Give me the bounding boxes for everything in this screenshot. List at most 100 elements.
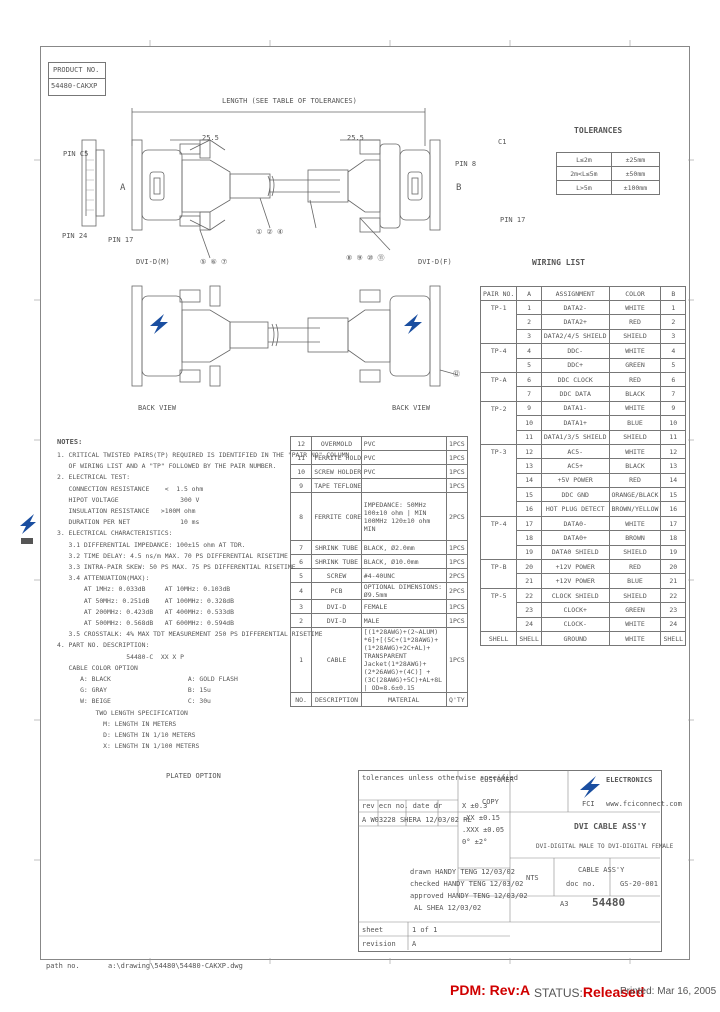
wiring-cell: +5V POWER (540, 472, 610, 489)
approval-cell: 12/03/02 (493, 892, 528, 900)
tol-v1: .XX ±0.15 (462, 814, 500, 822)
wiring-cell: 7 (660, 386, 687, 402)
note-line: CABLE COLOR OPTION (57, 663, 138, 672)
note-line: X: LENGTH IN 1/100 METERS (57, 742, 200, 751)
company-sub: ELECTRONICS (606, 776, 653, 784)
approval-cell: 12/03/02 (489, 880, 524, 888)
wiring-cell: RED (608, 314, 662, 330)
wiring-cell: 6 (516, 371, 542, 388)
tol-r0-c0: L≤2m (556, 152, 612, 167)
note-line: AT 50MHz: 0.251dB AT 100MHz: 0.328dB (57, 596, 234, 605)
wiring-cell: 3 (660, 328, 687, 345)
wiring-cell: 16 (660, 501, 687, 517)
bom-cell: BLACK, Ø2.0mm (360, 540, 447, 555)
approval-cell: 12/03/02 (481, 868, 515, 876)
wiring-cell (479, 430, 518, 445)
wiring-cell (479, 501, 518, 517)
wiring-cell: SHIELD (608, 429, 662, 445)
wiring-cell: 10 (660, 415, 687, 431)
wiring-cell: 12 (660, 443, 687, 460)
note-line: AT 200MHz: 0.423dB AT 400MHz: 0.533dB (57, 607, 234, 616)
wiring-cell: WHITE (608, 400, 662, 417)
wiring-header-0: PAIR NO. (479, 286, 518, 301)
note-line: 4. PART NO. DESCRIPTION: (57, 641, 150, 650)
bom-cell: 8 (289, 492, 313, 541)
bom-cell: SCREW (311, 568, 362, 583)
bom-cell: 6 (289, 554, 313, 569)
wiring-cell: DATA1- (540, 400, 610, 417)
wiring-cell: SHELL (660, 630, 687, 647)
product-box (48, 62, 106, 96)
size: A3 (560, 900, 569, 908)
title-block-lines (358, 770, 660, 950)
wiring-cell (479, 386, 518, 402)
product-number: 54480-CAKXP (51, 82, 98, 90)
product-label: PRODUCT NO. (53, 66, 100, 74)
wiring-cell: ORANGE/BLACK (608, 487, 662, 503)
wiring-cell: DDC CLOCK (540, 371, 610, 388)
wiring-header-4: B (660, 286, 687, 301)
bom-cell: 4 (289, 582, 313, 600)
title1: DVI CABLE ASS'Y (574, 822, 647, 831)
wiring-cell: 9 (660, 400, 687, 417)
wiring-cell: DDC DATA (540, 386, 610, 402)
note-line: 3. ELECTRICAL CHARACTERISTICS: (57, 529, 173, 538)
note-line: 3.5 CROSSTALK: 4% MAX TDT MEASUREMENT 25… (57, 630, 323, 639)
bom-cell: 1 (289, 627, 313, 693)
wiring-cell: 15 (516, 487, 542, 503)
notes-title: NOTES: (57, 438, 83, 446)
wiring-cell: SHIELD (608, 587, 662, 604)
bom-cell: 1PCS (445, 554, 469, 569)
wiring-cell: 4 (660, 343, 687, 359)
wiring-cell (479, 329, 518, 345)
bom-cell: IMPEDANCE: 50MHz 100±10 ohm | MIN 100MHz… (360, 492, 447, 541)
wiring-cell (479, 415, 518, 431)
bom-cell: FEMALE (360, 599, 447, 614)
cable-drawing (81, 108, 459, 387)
wiring-cell (479, 617, 518, 632)
wiring-cell: 12 (516, 443, 542, 460)
callout-group-1: ① ② ④ (256, 228, 284, 236)
rev-header-ecn: ecn no. (378, 802, 409, 810)
end-a-pin-side: PIN 24 (62, 232, 88, 240)
wiring-cell: DATA1+ (540, 415, 610, 431)
wiring-cell: GREEN (608, 357, 662, 373)
bom-cell: 2PCS (445, 582, 469, 600)
bom-cell: 1PCS (445, 464, 469, 479)
tol-r1-c0: 2m<L≤5m (556, 166, 612, 181)
wiring-cell: 10 (516, 415, 542, 431)
wiring-cell: 1 (516, 299, 542, 316)
wiring-cell: TP-A (479, 371, 518, 387)
rev-header-date: date (412, 802, 430, 810)
wiring-cell: WHITE (608, 616, 662, 632)
drawing-frame (40, 46, 690, 960)
wiring-cell (479, 314, 518, 330)
end-b-pin-bottom: PIN 17 (500, 216, 526, 224)
wiring-cell: DATA2+ (540, 314, 610, 330)
bom-cell: 1PCS (445, 627, 469, 693)
wiring-cell: 21 (516, 573, 542, 589)
note-line: 3.2 TIME DELAY: 4.5 ns/m MAX. 70 PS DIFF… (57, 551, 288, 560)
bom-cell: CABLE (311, 627, 362, 693)
callout-group-4: ⑫ (453, 370, 460, 378)
wiring-cell: TP-2 (479, 400, 518, 416)
company: FCI (582, 800, 595, 808)
bom-cell: 1PCS (445, 436, 469, 451)
approval-cell: drawn (410, 868, 432, 876)
note-line: 1. CRITICAL TWISTED PAIRS(TP) REQUIRED I… (57, 451, 350, 459)
